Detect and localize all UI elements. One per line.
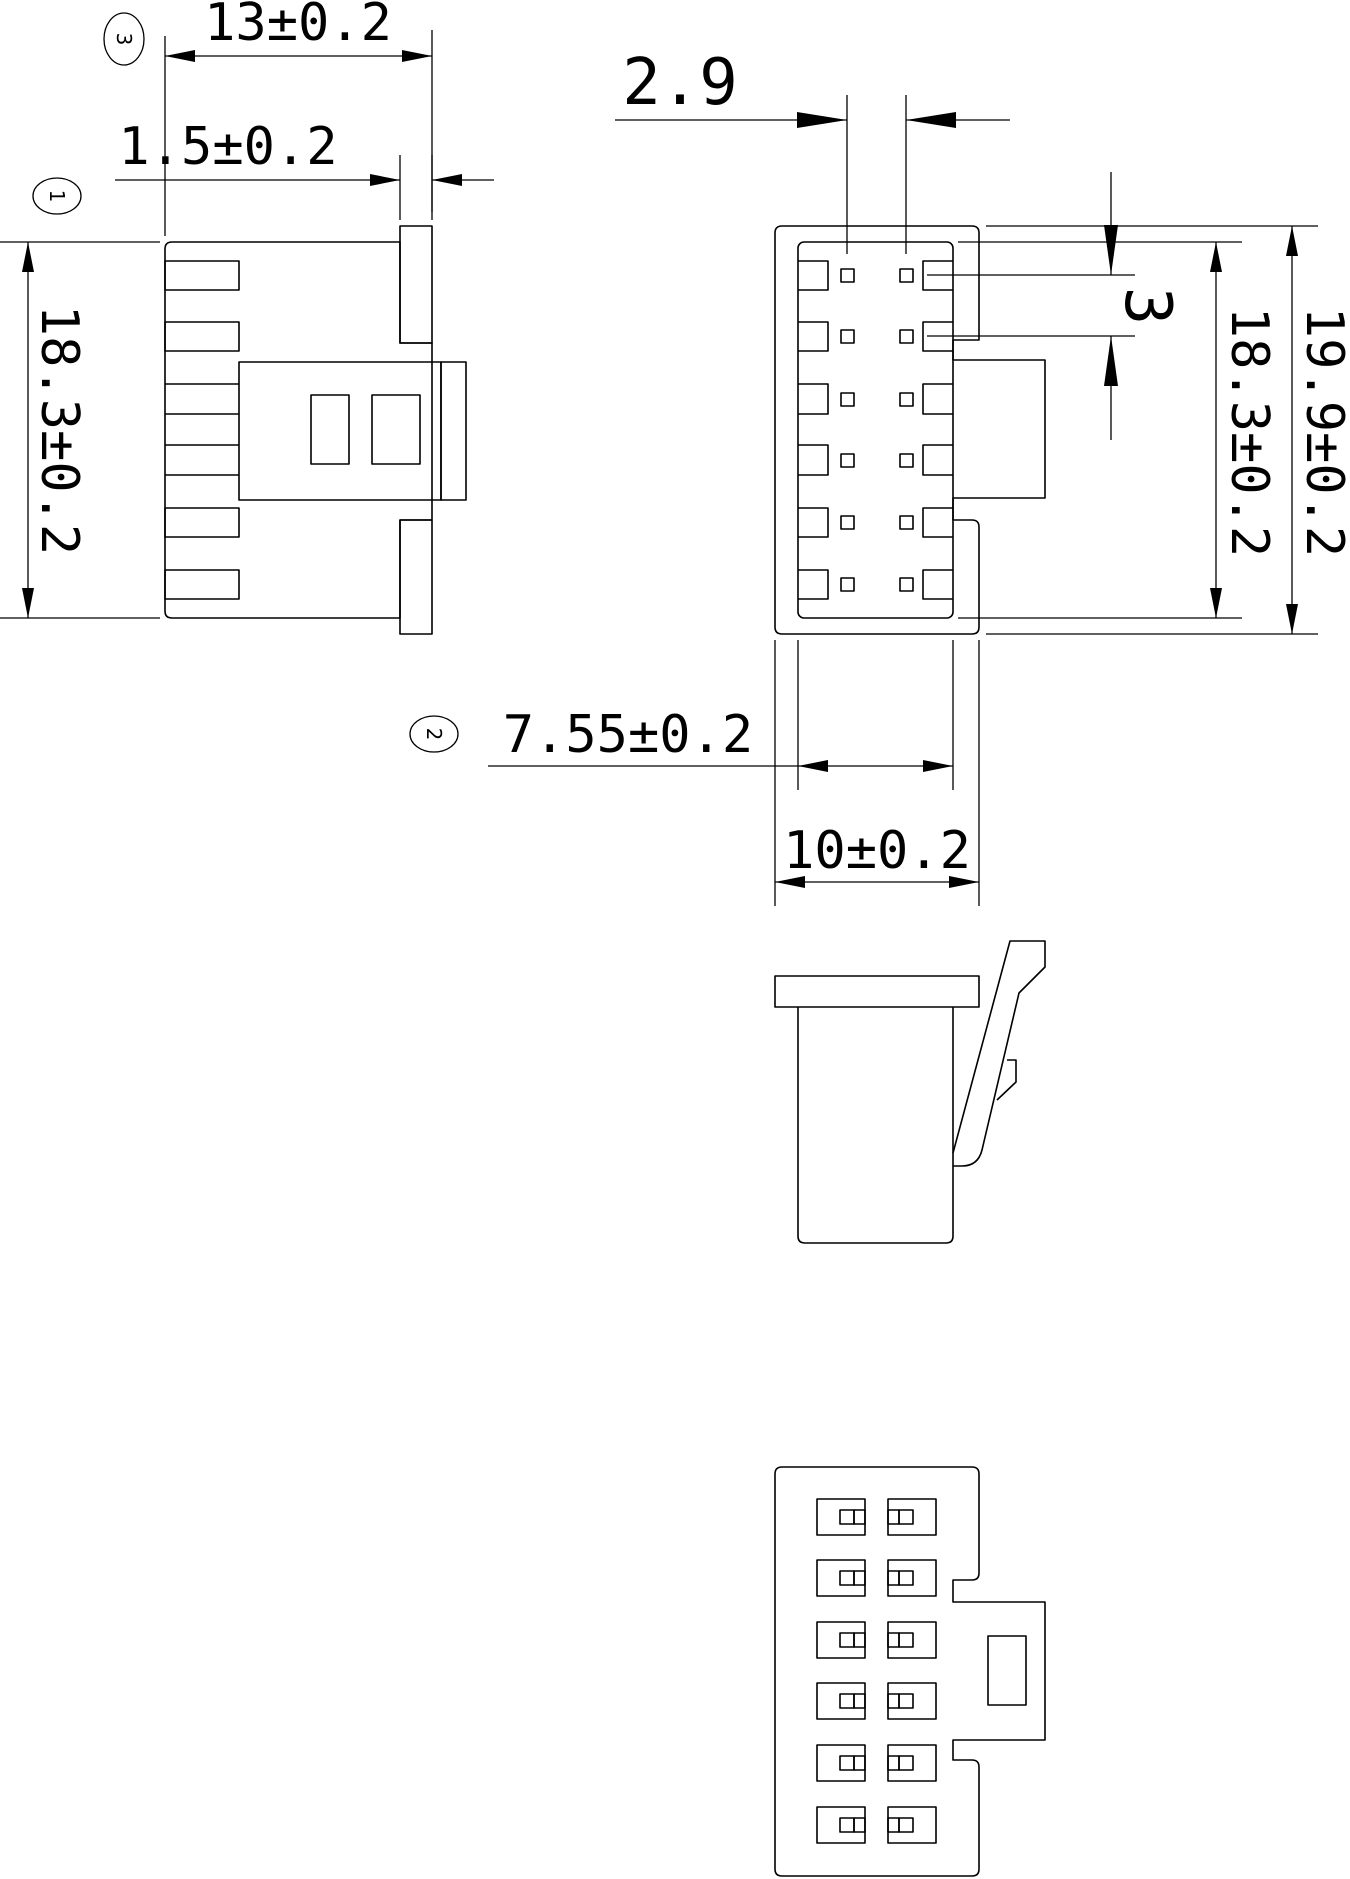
bottom-view <box>774 1466 1046 1877</box>
dim-height-18-3-right-label: 18.3±0.2 <box>1219 307 1279 557</box>
bottom-view-cavities <box>816 1498 937 1844</box>
profile-view-latch-nub <box>996 1059 1017 1101</box>
callout-1-label: 1 <box>45 190 69 203</box>
bottom-view-housing <box>774 1466 1046 1877</box>
dim-width-7-55: 7.55±0.2 <box>488 640 954 790</box>
profile-view-body <box>797 1007 954 1244</box>
dim-height-19-9-label: 19.9±0.2 <box>1294 307 1350 557</box>
profile-view <box>774 940 1046 1244</box>
front-view-pockets-right <box>922 260 953 600</box>
dim-pitch-2-9: 2.9 <box>615 46 1010 254</box>
side-view-latch-block <box>238 361 442 501</box>
bottom-view-latch-window <box>987 1635 1027 1706</box>
side-view-window-left <box>310 394 350 465</box>
side-view-window-right <box>371 394 421 465</box>
dim-width-10: 10±0.2 <box>774 640 980 906</box>
dim-width-13: 13±0.2 <box>164 0 433 236</box>
dim-height-18-3-right: 18.3±0.2 <box>958 241 1279 619</box>
dim-tab-1-5-label: 1.5±0.2 <box>118 117 337 177</box>
side-view-latch-plate <box>440 361 467 501</box>
dim-height-18-3-left-label: 18.3±0.2 <box>29 305 89 555</box>
front-view-contacts <box>840 268 914 592</box>
callout-3: 3 <box>103 12 145 66</box>
side-view-slots <box>164 260 240 600</box>
dim-height-18-3-left: 18.3±0.2 <box>0 241 160 619</box>
side-view: 13±0.2 1.5±0.2 18.3±0.2 3 1 <box>0 0 494 635</box>
front-view-housing <box>774 225 1046 635</box>
callout-2-label: 2 <box>422 728 446 741</box>
dim-width-13-label: 13±0.2 <box>204 0 392 53</box>
dim-width-10-label: 10±0.2 <box>783 821 971 881</box>
front-view: 2.9 3 18.3±0.2 19.9±0. <box>409 46 1350 906</box>
callout-2: 2 <box>409 715 459 753</box>
side-view-flange-bottom <box>399 519 433 635</box>
callout-1: 1 <box>32 177 82 215</box>
callout-3-label: 3 <box>112 33 136 46</box>
dim-pitch-2-9-label: 2.9 <box>622 46 738 120</box>
profile-view-flange <box>774 975 980 1008</box>
side-view-body <box>164 241 433 619</box>
dim-pitch-3-label: 3 <box>1110 287 1184 326</box>
dim-tab-1-5: 1.5±0.2 <box>115 117 494 220</box>
dim-pitch-3: 3 <box>927 172 1184 440</box>
front-view-cavity <box>797 241 954 619</box>
dim-height-19-9: 19.9±0.2 <box>986 225 1350 635</box>
front-view-pockets-left <box>798 260 829 600</box>
side-view-flange-top <box>399 225 433 344</box>
dim-width-7-55-label: 7.55±0.2 <box>503 705 753 765</box>
profile-view-latch <box>952 940 1046 1167</box>
